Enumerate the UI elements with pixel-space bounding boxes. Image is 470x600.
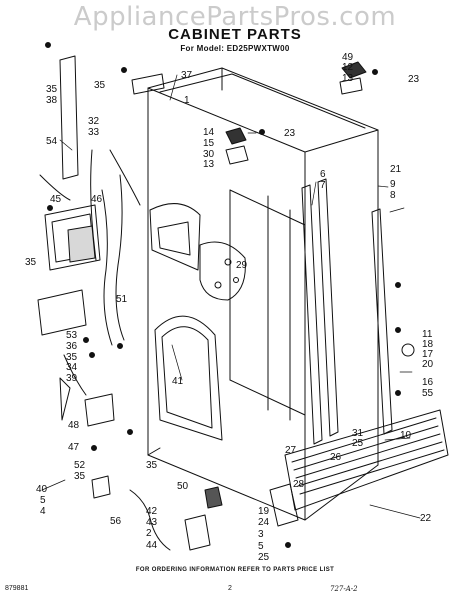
callout-6: 6 <box>320 169 326 180</box>
callout-11: 11 <box>422 329 433 340</box>
callout-40: 40 <box>36 484 48 495</box>
callout-39: 39 <box>66 373 78 384</box>
callout-35-left: 35 <box>46 84 58 95</box>
lower-parts <box>59 343 415 551</box>
callout-37: 37 <box>181 70 193 81</box>
callout-27: 27 <box>285 445 297 456</box>
leader-lines <box>41 74 421 519</box>
callout-23-mid: 23 <box>284 128 296 139</box>
callout-44: 44 <box>146 540 158 551</box>
callout-56: 56 <box>110 516 122 527</box>
callout-1: 1 <box>184 95 190 106</box>
callout-31: 31 <box>352 428 364 439</box>
trim-strips <box>59 55 393 445</box>
diagram-title: CABINET PARTS <box>168 26 302 43</box>
callout-10: 10 <box>400 430 412 441</box>
callout-19: 19 <box>258 506 270 517</box>
page-code-left: 879881 <box>5 585 29 592</box>
callout-46: 46 <box>91 194 103 205</box>
callout-38: 38 <box>46 95 58 106</box>
callout-16: 16 <box>422 377 434 388</box>
callout-34: 34 <box>66 362 78 373</box>
callout-28: 28 <box>293 479 305 490</box>
hinge-parts <box>131 61 367 165</box>
callout-13: 13 <box>203 159 215 170</box>
watermark: AppliancePartsPros.com <box>73 2 397 32</box>
callout-4: 4 <box>40 506 46 517</box>
callout-25-bottom: 25 <box>258 552 270 563</box>
callout-43: 43 <box>146 517 158 528</box>
callout-12: 12 <box>342 62 354 73</box>
callout-5-bottom: 5 <box>258 541 264 552</box>
callout-35-lower: 35 <box>66 352 78 363</box>
callout-41: 41 <box>172 376 184 387</box>
callout-33: 33 <box>88 127 100 138</box>
callout-52: 52 <box>74 460 86 471</box>
callout-25-mid: 25 <box>352 438 364 449</box>
callout-26: 26 <box>330 452 342 463</box>
cabinet-liner <box>149 203 246 441</box>
callout-47: 47 <box>68 442 80 453</box>
callout-21: 21 <box>390 164 402 175</box>
callout-53: 53 <box>66 330 78 341</box>
callout-35-top: 35 <box>94 80 106 91</box>
callout-14: 14 <box>203 127 215 138</box>
wiring-harness <box>39 149 141 396</box>
callout-3: 3 <box>258 529 264 540</box>
cabinet-shell <box>147 67 379 521</box>
callout-49: 49 <box>342 52 354 63</box>
callout-15: 15 <box>203 138 215 149</box>
page-code-right: 727-A-2 <box>330 585 358 593</box>
page-number: 2 <box>228 585 232 592</box>
callout-54: 54 <box>46 136 58 147</box>
callout-48: 48 <box>68 420 80 431</box>
callout-7: 7 <box>320 180 326 191</box>
callout-8: 8 <box>390 190 396 201</box>
evaporator-panels <box>37 204 101 336</box>
callout-35-mid: 35 <box>25 257 37 268</box>
callout-50: 50 <box>177 481 189 492</box>
callout-2: 2 <box>146 528 152 539</box>
model-subtitle: For Model: ED25PWXTW00 <box>180 44 290 53</box>
callout-29: 29 <box>236 260 248 271</box>
callout-17: 17 <box>422 349 434 360</box>
callout-51: 51 <box>116 294 128 305</box>
callout-20: 20 <box>422 359 434 370</box>
callout-5: 5 <box>40 495 46 506</box>
callout-labels: 49 12 13 23 37 35 35 38 32 33 1 14 15 23… <box>25 52 434 563</box>
callout-30: 30 <box>203 149 215 160</box>
callout-35-bottom-mid: 35 <box>146 460 158 471</box>
callout-22: 22 <box>420 513 432 524</box>
callout-36: 36 <box>66 341 78 352</box>
screw-icons <box>45 42 401 548</box>
callout-32: 32 <box>88 116 100 127</box>
callout-42: 42 <box>146 506 158 517</box>
callout-55-right: 55 <box>422 388 434 399</box>
callout-9: 9 <box>390 179 396 190</box>
callout-35-bottom-left: 35 <box>74 471 86 482</box>
callout-45: 45 <box>50 194 62 205</box>
callout-23-top: 23 <box>408 74 420 85</box>
callout-18: 18 <box>422 339 434 350</box>
callout-24: 24 <box>258 517 270 528</box>
ordering-note: FOR ORDERING INFORMATION REFER TO PARTS … <box>135 567 335 573</box>
bottom-grille <box>284 409 449 511</box>
callout-13-right: 13 <box>342 73 354 84</box>
